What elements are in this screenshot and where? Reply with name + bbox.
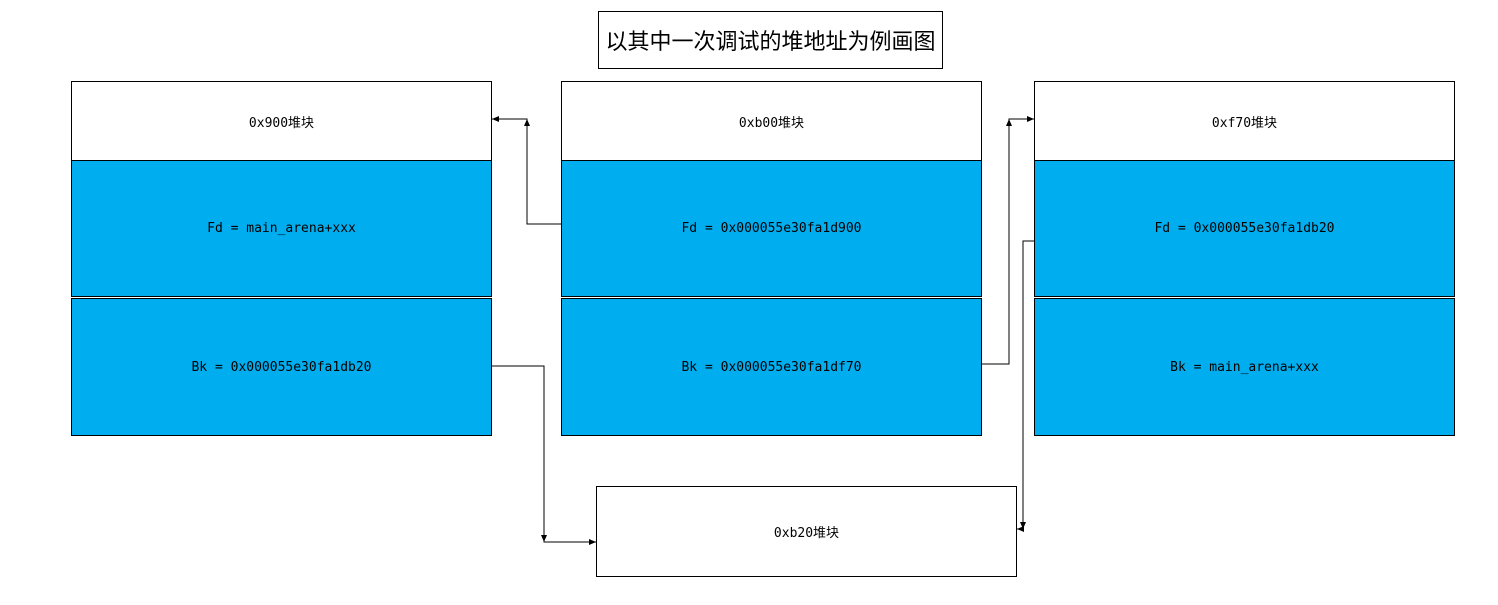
chunk-b00-fd: Fd = 0x000055e30fa1d900 (561, 160, 982, 297)
chunk-f70-header: 0xf70堆块 (1034, 81, 1455, 161)
arrowhead-b00-bk-mid (1006, 119, 1012, 126)
chunk-900-bk: Bk = 0x000055e30fa1db20 (71, 298, 492, 436)
chunk-b00-header: 0xb00堆块 (561, 81, 982, 161)
chunk-f70-bk: Bk = main_arena+xxx (1034, 298, 1455, 436)
arrowhead-b00-fd-mid (524, 119, 530, 126)
arrow-b00-bk-to-f70 (982, 116, 1034, 365)
arrowhead-f70-fd-mid (1020, 522, 1026, 529)
chunk-900-fd: Fd = main_arena+xxx (71, 160, 492, 297)
arrow-f70-fd-to-b20 (1017, 240, 1034, 532)
arrow-b00-fd-to-900 (492, 116, 561, 225)
arrowhead-900-bk-mid (541, 535, 547, 542)
chunk-b20-box: 0xb20堆块 (596, 486, 1017, 577)
chunk-b00-bk: Bk = 0x000055e30fa1df70 (561, 298, 982, 436)
diagram-title: 以其中一次调试的堆地址为例画图 (598, 11, 943, 69)
chunk-900-header: 0x900堆块 (71, 81, 492, 161)
chunk-f70-fd: Fd = 0x000055e30fa1db20 (1034, 160, 1455, 297)
